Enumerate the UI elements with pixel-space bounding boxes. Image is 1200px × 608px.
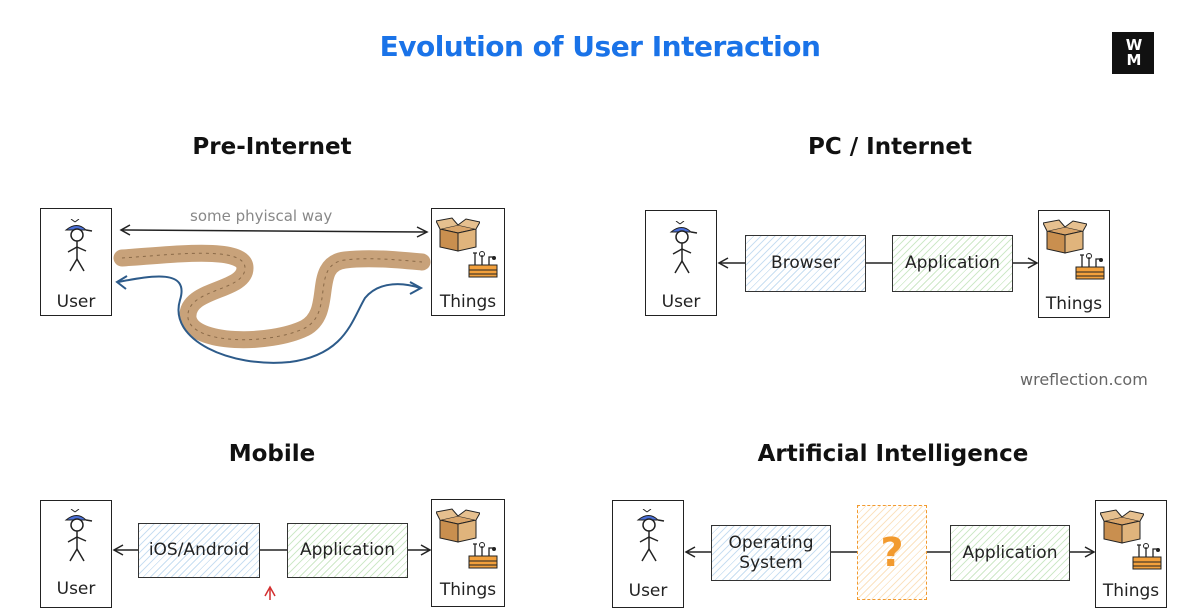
user-label: User: [628, 581, 668, 601]
browser-box: Browser: [745, 235, 866, 292]
watermark: wreflection.com: [1020, 370, 1148, 389]
user-label: User: [661, 292, 701, 312]
things-box-pc: Things: [1038, 210, 1110, 318]
unknown-layer-box: ?: [857, 505, 927, 600]
things-label: Things: [439, 580, 497, 600]
user-box-mobile: User: [40, 500, 112, 608]
section-title-mobile: Mobile: [228, 441, 316, 467]
user-box-pc: User: [645, 210, 717, 316]
logo: W M: [1112, 32, 1154, 74]
physical-way-arrow: [121, 229, 427, 233]
things-label: Things: [1102, 581, 1160, 601]
logo-bottom: M: [1126, 51, 1142, 69]
user-box-ai: User: [612, 500, 684, 608]
logo-top: W: [1125, 36, 1142, 54]
physical-way-label: some phyiscal way: [190, 207, 333, 225]
main-title: Evolution of User Interaction: [379, 30, 821, 63]
section-title-ai: Artificial Intelligence: [757, 441, 1029, 467]
application-box-pc: Application: [892, 235, 1013, 292]
return-path-arrow: [117, 275, 421, 364]
user-label: User: [56, 292, 96, 312]
user-box-pre-internet: User: [40, 208, 112, 316]
red-up-arrow: [264, 585, 276, 600]
application-box-mobile: Application: [287, 523, 408, 578]
os-box-ai: Operating System: [711, 525, 831, 581]
section-title-pre-internet: Pre-Internet: [192, 134, 352, 160]
things-label: Things: [1045, 294, 1103, 314]
things-box-pre-internet: Things: [431, 208, 505, 316]
application-box-ai: Application: [950, 525, 1070, 581]
things-box-mobile: Things: [431, 499, 505, 607]
user-label: User: [56, 579, 96, 599]
section-title-pc-internet: PC / Internet: [808, 134, 972, 160]
things-label: Things: [439, 292, 497, 312]
os-box-mobile: iOS/Android: [138, 523, 260, 578]
